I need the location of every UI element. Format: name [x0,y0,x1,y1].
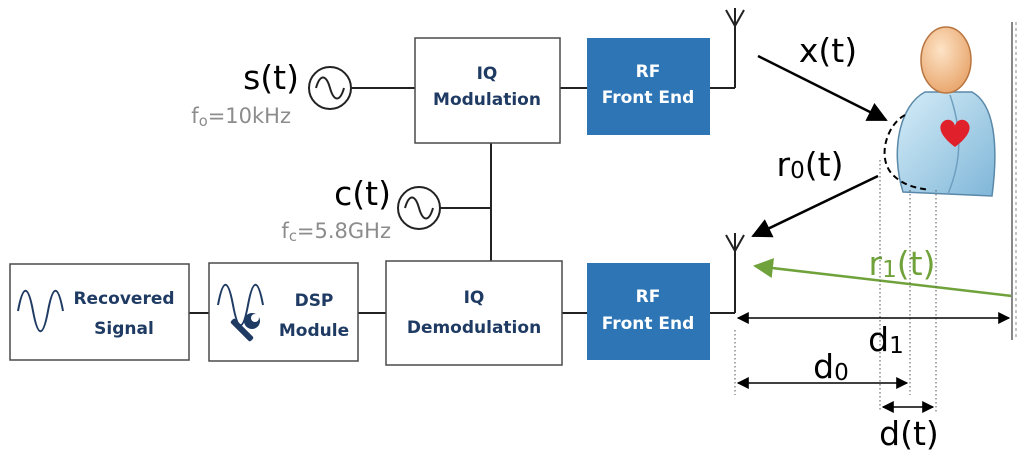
fc-label: fc=5.8GHz [281,219,391,245]
wall [1011,22,1017,340]
person-icon [883,26,996,197]
iq-mod-line2: Modulation [433,90,541,110]
iq-modulation-block: IQ Modulation [414,37,561,144]
c-label: c(t) [334,174,391,213]
rf-front-end-tx-block: RF Front End [587,38,710,135]
iq-demod-line1: IQ [464,288,485,308]
recovered-line2: Signal [94,319,154,339]
dsp-line2: Module [279,321,349,341]
r0-label: r0(t) [777,145,844,184]
sine-wave-icon [17,289,64,333]
iq-demodulation-block: IQ Demodulation [385,260,563,366]
r1-label: r1(t) [869,244,936,283]
iq-demod-line2: Demodulation [407,318,541,338]
iq-mod-line1: IQ [477,64,498,84]
x-signal-arrow [757,54,888,122]
r0-signal-arrow [751,174,879,238]
heart-icon [940,119,970,147]
wires [189,26,736,314]
rf-front-end-rx-block: RF Front End [587,263,710,360]
oscillator-s-icon [308,66,352,110]
rx-antenna-icon [725,233,745,252]
d1-label: d1 [868,320,904,359]
rf-rx-line1: RF [636,287,661,307]
tx-antenna-icon [725,8,745,27]
rf-rx-line2: Front End [602,314,695,334]
rf-tx-line1: RF [636,62,661,82]
oscillator-c-icon [397,186,441,230]
guide-lines [734,160,937,412]
recovered-line1: Recovered [73,289,174,309]
x-label: x(t) [799,31,857,70]
dt-label: d(t) [879,414,939,453]
wrench-icon [230,313,260,342]
dsp-module-block: DSP Module [208,262,359,362]
rf-tx-line2: Front End [602,88,695,108]
recovered-signal-block: Recovered Signal [9,263,190,361]
r1-signal-arrow [753,258,1013,298]
dsp-line1: DSP [295,291,334,311]
d0-label: d0 [813,347,849,386]
s-label: s(t) [243,58,299,97]
fo-label: fo=10kHz [191,104,291,130]
